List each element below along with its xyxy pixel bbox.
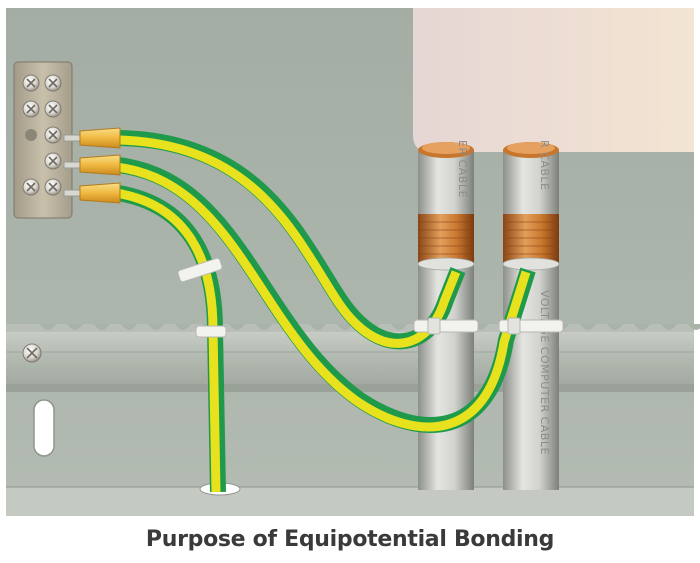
rail-notch xyxy=(148,324,164,330)
ferrule-icon xyxy=(63,182,121,204)
rail-screw-icon xyxy=(22,343,42,363)
slot-hole-icon xyxy=(33,399,55,457)
rail-notch xyxy=(40,324,56,330)
rail-notch xyxy=(175,324,191,330)
rail-notch xyxy=(94,324,110,330)
rail-notch xyxy=(121,324,137,330)
cable-ferrules xyxy=(63,127,121,204)
rail-notch xyxy=(256,324,272,330)
screw-icon xyxy=(22,74,40,92)
rail-notch xyxy=(661,324,677,330)
rail-notch xyxy=(688,324,700,330)
cable-tie-icon xyxy=(413,317,479,335)
figure-caption: Purpose of Equipotential Bonding xyxy=(145,527,555,552)
rail-notch xyxy=(580,324,596,330)
screw-icon xyxy=(22,178,40,196)
rail-notch xyxy=(607,324,623,330)
screw-icon xyxy=(44,126,62,144)
cable-label-lower: VOLTAGE COMPUTER CABLE xyxy=(538,290,551,455)
rail-notch xyxy=(229,324,245,330)
cable-tie-icon xyxy=(177,257,223,283)
cable-tie-icon xyxy=(498,317,564,335)
din-rail xyxy=(6,324,700,392)
cable-label-upper-right: R CABLE xyxy=(538,140,551,190)
screw-icon xyxy=(44,178,62,196)
ferrule-icon xyxy=(63,154,121,176)
cable-ties xyxy=(177,257,564,338)
rail-notch xyxy=(634,324,650,330)
cable-trunking xyxy=(6,487,694,516)
equipment-panel xyxy=(413,8,694,152)
bonding-illustration: ER CABLE R CABLE VOLTAGE COMPUTER CABLE xyxy=(6,8,700,516)
screw-icon xyxy=(22,100,40,118)
cable-label-upper-left: ER CABLE xyxy=(456,140,469,198)
screw-icon xyxy=(44,100,62,118)
rail-notch xyxy=(67,324,83,330)
earth-terminal-block xyxy=(13,61,73,219)
empty-hole-icon xyxy=(25,129,37,141)
rail-notch xyxy=(391,324,407,330)
screw-icon xyxy=(44,152,62,170)
cable-tie-icon xyxy=(195,325,227,338)
rail-notch xyxy=(337,324,353,330)
ferrule-icon xyxy=(63,127,121,149)
screw-icon xyxy=(44,74,62,92)
rail-notch xyxy=(310,324,326,330)
earth-conductors xyxy=(115,130,536,493)
